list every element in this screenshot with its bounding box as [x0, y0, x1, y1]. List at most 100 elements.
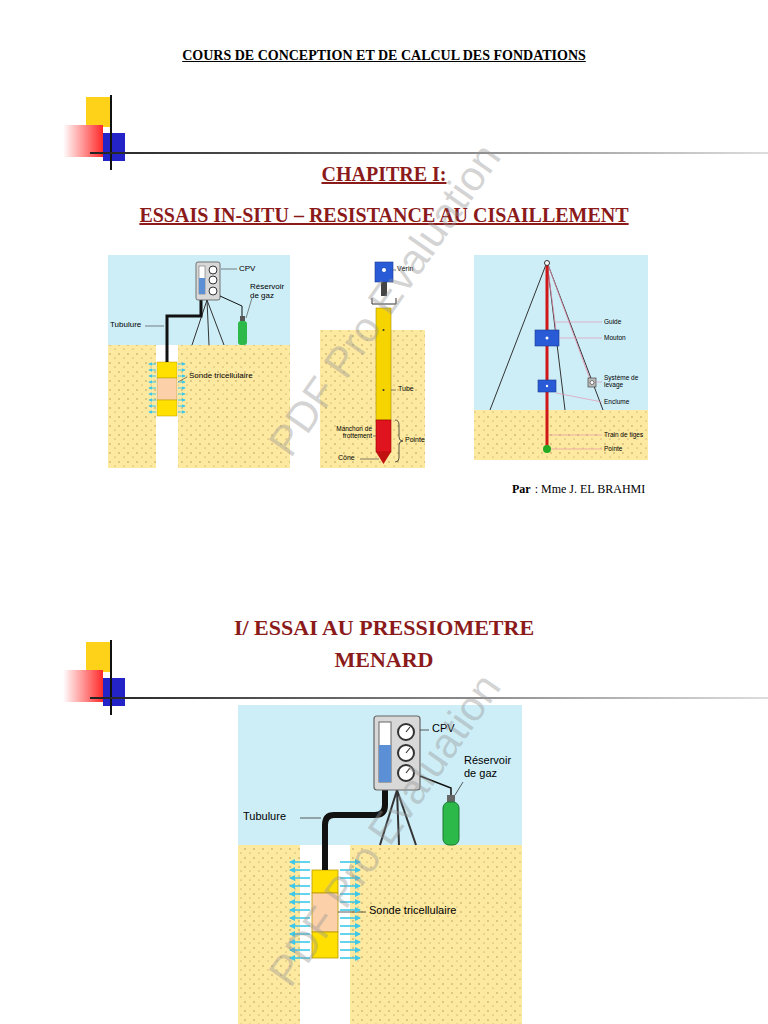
pressure-arrow	[149, 364, 156, 365]
pressiometer-large-part	[443, 802, 459, 845]
pressiometer-large-part	[338, 912, 366, 913]
pressure-arrow	[290, 861, 310, 863]
pressiometer-large-part	[312, 893, 338, 932]
penetrometer-part	[376, 308, 391, 420]
penetrometer-part	[320, 330, 425, 468]
pressiometer-large-part	[312, 870, 338, 893]
pressure-arrow	[340, 877, 360, 879]
dynamic-penetrometer-part	[546, 264, 549, 446]
pressiometer-small-part	[209, 276, 217, 284]
part-label: Sonde tricellulaire	[369, 904, 456, 917]
pressure-arrow	[178, 370, 185, 371]
part-label: Tubulure	[243, 810, 286, 823]
author-name: : Mme J. EL BRAHMI	[535, 483, 646, 497]
pressiometer-small-part	[246, 298, 252, 318]
part-label: Tube	[398, 385, 414, 393]
pressiometer-small-part	[108, 345, 290, 468]
pressure-arrow	[340, 957, 360, 959]
pressure-arrow	[178, 400, 185, 401]
pressure-arrow	[290, 925, 310, 927]
pressiometer-large-part	[398, 724, 414, 740]
pressiometer-large-part	[312, 932, 338, 958]
pressiometer-large-part	[374, 716, 420, 790]
penetrometer-part	[393, 270, 396, 271]
penetrometer-part	[395, 420, 403, 462]
dynamic-penetrometer-part	[588, 378, 596, 387]
pressure-arrow	[290, 917, 310, 919]
pressiometer-small-part	[145, 326, 164, 327]
pressiometer-large-part	[325, 790, 385, 870]
pressiometer-small-part	[157, 378, 177, 400]
pressure-arrow	[340, 893, 360, 895]
pressure-arrow	[149, 388, 156, 389]
dynamic-penetrometer-part	[474, 410, 648, 460]
dynamic-penetrometer-part	[474, 255, 648, 410]
pressure-arrow	[149, 400, 156, 401]
pressure-arrow	[178, 382, 185, 383]
pressure-arrow	[340, 885, 360, 887]
part-label: Train de tiges	[604, 431, 643, 438]
pressure-arrow	[149, 370, 156, 371]
penetrometer-part	[383, 329, 385, 331]
pressiometer-small-part	[220, 296, 242, 318]
dynamic-penetrometer-part	[538, 380, 556, 392]
dynamic-penetrometer-part	[549, 435, 602, 436]
pressure-arrow	[340, 909, 360, 911]
penetrometer-part	[382, 268, 386, 272]
pressure-arrow	[340, 925, 360, 927]
pressiometer-small-part	[108, 255, 290, 345]
penetrometer-part	[391, 390, 396, 391]
pressiometer-large-part	[455, 782, 463, 795]
pressure-arrow	[178, 406, 185, 407]
dynamic-penetrometer-part	[596, 382, 602, 383]
pressure-arrow	[178, 388, 185, 389]
pressure-arrow	[290, 949, 310, 951]
pressiometer-small-part	[199, 278, 205, 294]
pressiometer-large-part	[379, 745, 391, 782]
author-prefix: Par	[512, 483, 531, 497]
pressure-arrow	[340, 949, 360, 951]
penetrometer-part	[375, 262, 393, 282]
pressiometer-large-part	[397, 790, 416, 845]
dynamic-penetrometer-part	[556, 393, 602, 402]
pressiometer-small-part	[207, 300, 209, 345]
chapter-subtitle: ESSAIS IN-SITU – RESISTANCE AU CISAILLEM…	[139, 204, 628, 227]
pressiometer-small-part	[221, 269, 237, 270]
pressiometer-large-part	[238, 845, 522, 1024]
pressiometer-small-part	[108, 345, 290, 468]
dynamic-penetrometer-part	[543, 445, 551, 453]
dynamic-penetrometer-part	[551, 449, 602, 450]
pressiometer-small-part	[196, 262, 220, 300]
dynamic-penetrometer-part	[545, 261, 550, 266]
pressure-arrow	[149, 376, 156, 377]
part-label: Enclume	[604, 398, 629, 405]
pressure-arrow	[340, 869, 360, 871]
pressure-arrow	[149, 382, 156, 383]
pressiometer-large-part	[398, 745, 414, 761]
penetrometer	[320, 262, 425, 468]
part-label: Pointe	[604, 445, 622, 452]
penetrometer-part	[381, 282, 387, 296]
watermark: PDF Pro Evaluation	[259, 665, 510, 995]
pressiometer-small-part	[156, 345, 178, 468]
part-label: Réservoir de gaz	[464, 754, 520, 779]
pressiometer-large	[238, 705, 522, 1024]
dynamic-penetrometer-part	[546, 385, 548, 387]
pressure-arrow	[290, 909, 310, 911]
dynamic-penetrometer-part	[474, 410, 648, 460]
pressiometer-large-part	[398, 765, 414, 781]
pressure-arrow	[340, 933, 360, 935]
pressure-arrow	[290, 933, 310, 935]
pressure-arrow	[178, 376, 185, 377]
pressure-arrow	[178, 394, 185, 395]
part-label: Pointe	[405, 436, 425, 444]
pressiometer-large-part	[300, 818, 321, 819]
pressure-arrow	[290, 877, 310, 879]
pressure-arrow	[290, 869, 310, 871]
part-label: Cône	[338, 454, 355, 462]
part-label: Tubulure	[110, 320, 141, 329]
pressiometer-small-part	[167, 300, 201, 362]
pressure-arrow	[340, 917, 360, 919]
